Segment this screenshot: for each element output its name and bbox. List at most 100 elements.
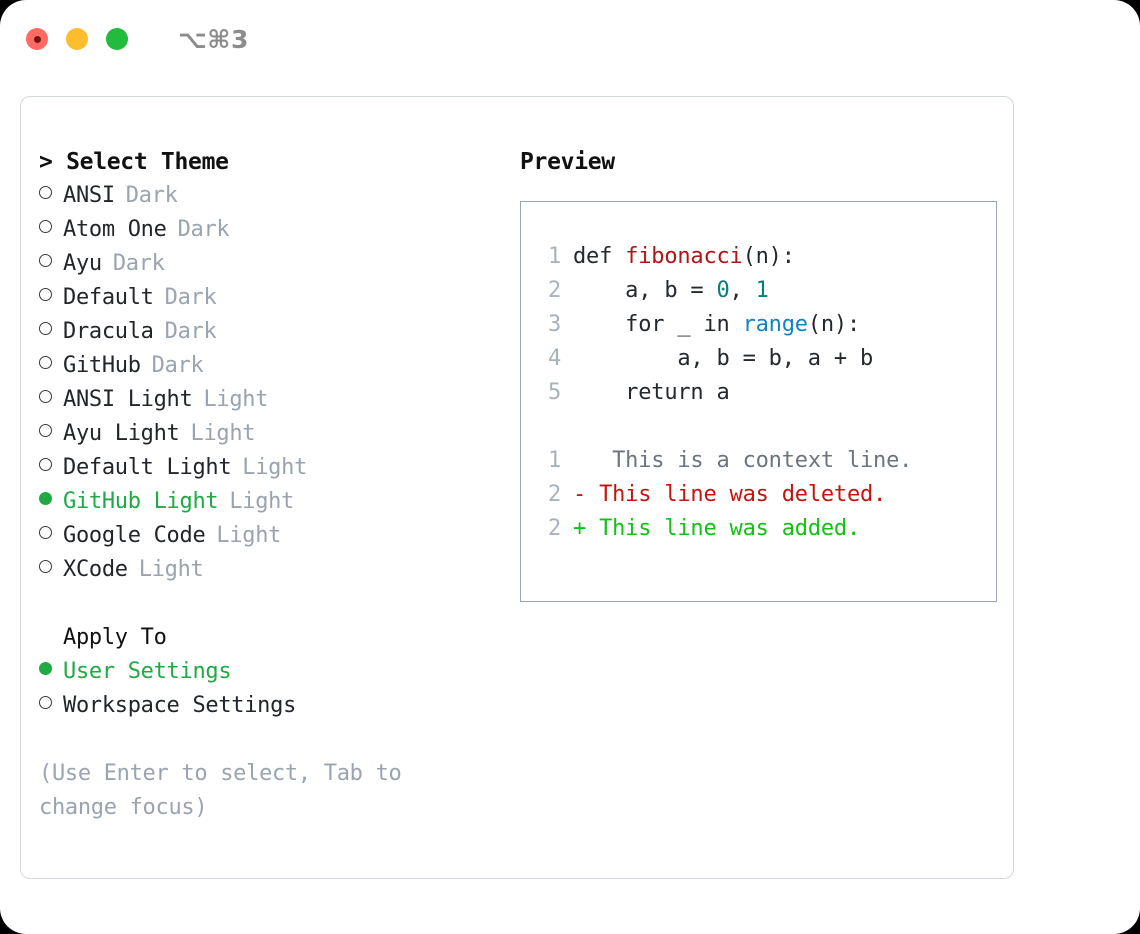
preview-header: Preview xyxy=(520,149,615,175)
maximize-button[interactable] xyxy=(106,28,128,50)
code-token-plain: a, b = b, a + b xyxy=(573,346,874,371)
theme-option-ansi-light[interactable]: ANSI Light Light xyxy=(39,383,504,417)
theme-option-label: Default xyxy=(63,285,154,310)
radio-unselected-icon xyxy=(39,186,52,199)
line-number: 1 xyxy=(547,244,561,269)
code-token-plain: (n): xyxy=(742,244,795,269)
theme-option-xcode[interactable]: XCode Light xyxy=(39,553,504,587)
theme-option-tag: Dark xyxy=(164,285,217,310)
keyboard-shortcut-label: ⌥⌘3 xyxy=(178,24,249,54)
radio-unselected-icon xyxy=(39,356,52,369)
code-line-content: a, b = b, a + b xyxy=(573,342,873,376)
theme-option-label: Atom One xyxy=(63,217,167,242)
theme-option-tag: Dark xyxy=(164,319,217,344)
code-token-plain: def xyxy=(573,244,626,269)
apply-to-option-user-settings[interactable]: User Settings xyxy=(39,655,504,689)
diff-line-ctx: 1 This is a context line. xyxy=(539,444,996,478)
radio-selected-icon xyxy=(39,662,52,675)
theme-option-label: GitHub xyxy=(63,353,141,378)
theme-option-label: ANSI Light xyxy=(63,387,193,412)
code-token-num: 1 xyxy=(755,278,769,303)
window-controls xyxy=(26,28,128,50)
theme-option-ayu[interactable]: Ayu Dark xyxy=(39,247,504,281)
theme-option-tag: Light xyxy=(242,455,308,480)
line-number: 2 xyxy=(547,516,561,541)
theme-option-default-light[interactable]: Default Light Light xyxy=(39,451,504,485)
theme-option-github[interactable]: GitHub Dark xyxy=(39,349,504,383)
diff-line-add: 2 + This line was added. xyxy=(539,512,996,546)
code-line: 2 a, b = 0, 1 xyxy=(539,274,996,308)
theme-option-tag: Light xyxy=(229,489,295,514)
apply-to-option-label: User Settings xyxy=(63,659,232,684)
theme-option-tag: Light xyxy=(203,387,269,412)
radio-unselected-icon xyxy=(39,424,52,437)
code-token-fn: fibonacci xyxy=(625,244,743,269)
code-line: 3 for _ in range(n): xyxy=(539,308,996,342)
theme-option-dracula[interactable]: Dracula Dark xyxy=(39,315,504,349)
radio-unselected-icon xyxy=(39,322,52,335)
code-line-content: def fibonacci(n): xyxy=(573,240,795,274)
theme-option-tag: Light xyxy=(190,421,256,446)
select-theme-header: > Select Theme xyxy=(39,149,229,175)
theme-option-label: Dracula xyxy=(63,319,154,344)
code-line-content: a, b = 0, 1 xyxy=(573,274,769,308)
theme-option-default[interactable]: Default Dark xyxy=(39,281,504,315)
code-token-num: 0 xyxy=(716,278,730,303)
code-line: 4 a, b = b, a + b xyxy=(539,342,996,376)
spacer xyxy=(39,723,504,757)
theme-option-label: XCode xyxy=(63,557,128,582)
code-line-content: for _ in range(n): xyxy=(573,308,860,342)
title-bar: ⌥⌘3 xyxy=(0,0,1140,78)
theme-option-tag: Light xyxy=(216,523,282,548)
apply-to-option-workspace-settings[interactable]: Workspace Settings xyxy=(39,689,504,723)
diff-line-text: This line was added. xyxy=(586,516,860,541)
spacer xyxy=(539,410,996,444)
theme-option-label: Google Code xyxy=(63,523,206,548)
radio-unselected-icon xyxy=(39,288,52,301)
spacer xyxy=(39,587,504,621)
diff-marker xyxy=(573,444,586,478)
line-number: 2 xyxy=(547,278,561,303)
code-line: 5 return a xyxy=(539,376,996,410)
theme-option-tag: Dark xyxy=(151,353,204,378)
code-token-plain: return a xyxy=(573,380,730,405)
code-token-plain: , xyxy=(729,278,756,303)
diff-marker: + xyxy=(573,516,587,541)
radio-unselected-icon xyxy=(39,458,52,471)
minimize-button[interactable] xyxy=(66,28,88,50)
theme-option-tag: Light xyxy=(138,557,204,582)
radio-unselected-icon xyxy=(39,526,52,539)
keyboard-hint-text: (Use Enter to select, Tab to change focu… xyxy=(39,761,402,820)
theme-option-google-code[interactable]: Google Code Light xyxy=(39,519,504,553)
radio-unselected-icon xyxy=(39,390,52,403)
theme-option-label: Ayu xyxy=(63,251,102,276)
line-number: 4 xyxy=(547,346,561,371)
code-token-plain: for _ in xyxy=(573,312,743,337)
radio-unselected-icon xyxy=(39,560,52,573)
line-number: 1 xyxy=(547,448,561,473)
apply-to-header: Apply To xyxy=(63,625,167,650)
close-button[interactable] xyxy=(26,28,48,50)
diff-line-del: 2- This line was deleted. xyxy=(539,478,996,512)
diff-sample: 1 This is a context line.2- This line wa… xyxy=(539,444,996,546)
theme-option-label: ANSI xyxy=(63,183,115,208)
code-token-plain: a, b = xyxy=(573,278,717,303)
theme-option-label: Default Light xyxy=(63,455,232,480)
radio-selected-icon xyxy=(39,492,52,505)
theme-option-tag: Dark xyxy=(112,251,165,276)
theme-option-ayu-light[interactable]: Ayu Light Light xyxy=(39,417,504,451)
theme-option-label: Ayu Light xyxy=(63,421,180,446)
diff-line-text: This line was deleted. xyxy=(586,482,887,507)
radio-unselected-icon xyxy=(39,254,52,267)
